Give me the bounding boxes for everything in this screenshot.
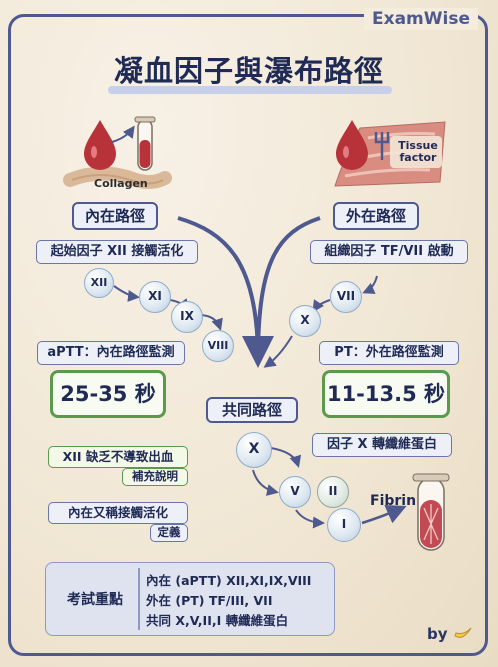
pt-label: PT：外在路徑監測 (319, 341, 459, 365)
key-point-extrinsic: 外在 (PT) TF/III, VII (146, 593, 273, 608)
note-contact-activation: 內在又稱接觸活化 (48, 502, 188, 524)
factor-viii-circle: VIII (202, 330, 234, 362)
aptt-label: aPTT：內在路徑監測 (37, 341, 185, 365)
factor-xi-circle: XI (139, 281, 171, 313)
x-to-common-arrow (263, 335, 293, 368)
blood-drop-icon-right (336, 120, 368, 170)
byline: by (427, 625, 473, 643)
collagen-label: Collagen (94, 177, 148, 190)
pt-value: 11-13.5 秒 (322, 370, 450, 418)
tissue-factor-label: Tissue factor (395, 140, 441, 164)
i-to-fibrin-arrow (361, 504, 407, 525)
collagen-illustration (63, 166, 172, 189)
tissue-factor-label-line1: Tissue (398, 139, 438, 152)
test-tube-icon-left (134, 116, 156, 171)
key-point-intrinsic: 內在 (aPTT) XII,XI,IX,VIII (146, 573, 312, 588)
vii-to-x-arrow (312, 299, 331, 313)
blood-drop-icon-left (84, 120, 116, 170)
intrinsic-path-heading: 內在路徑 (72, 202, 158, 230)
key-points-label: 考試重點 (67, 592, 123, 608)
extrinsic-path-heading: 外在路徑 (333, 202, 419, 230)
intrinsic-trigger: 起始因子 XII 接觸活化 (36, 240, 198, 264)
aptt-value: 25-35 秒 (50, 370, 166, 418)
page-title: 凝血因子與瀑布路徑 (113, 54, 384, 88)
note-xii-deficiency: XII 缺乏不導致出血 (48, 446, 188, 468)
note-definition-tag: 定義 (150, 524, 188, 542)
tissue-factor-label-line2: factor (399, 151, 437, 164)
card-border (8, 14, 488, 656)
extrinsic-trigger: 組織因子 TF/VII 啟動 (310, 240, 468, 264)
fibrin-label: Fibrin (370, 493, 417, 509)
extrinsic-main-arrow (256, 216, 321, 361)
factor-x-circle-common: X (236, 432, 272, 468)
intrinsic-main-arrow (177, 216, 274, 368)
ix-to-viii-arrow (200, 314, 223, 331)
tf-to-vii-arrow (362, 275, 378, 294)
factor-i-circle: I (327, 508, 361, 542)
byline-text: by (427, 625, 448, 643)
fibrin-tube-icon (412, 473, 450, 551)
brand-logo: ExamWise (364, 8, 478, 30)
factor-xii-circle: XII (84, 268, 114, 298)
xa-to-v-arrow (252, 469, 279, 496)
factor-ix-circle: IX (171, 301, 203, 333)
drop-to-tube-arrow (111, 125, 135, 143)
common-path-heading: 共同路徑 (206, 397, 298, 423)
key-point-common: 共同 X,V,II,I 轉纖維蛋白 (146, 613, 289, 628)
receptor-icon (374, 132, 390, 160)
note-xii-tag: 補充說明 (122, 468, 188, 486)
banana-icon (454, 627, 472, 638)
common-path-note: 因子 X 轉纖維蛋白 (312, 433, 452, 457)
factor-v-circle: V (279, 476, 311, 508)
key-points-panel (45, 562, 335, 636)
xii-to-xi-arrow (113, 285, 140, 302)
key-points-divider (138, 568, 140, 630)
factor-ii-circle: II (317, 476, 349, 508)
factor-vii-circle: VII (330, 281, 362, 313)
title-highlight (108, 86, 392, 94)
ii-to-i-arrow (295, 509, 325, 529)
factor-x-circle-extrinsic: X (289, 305, 321, 337)
x-to-v-arrow (270, 447, 302, 468)
